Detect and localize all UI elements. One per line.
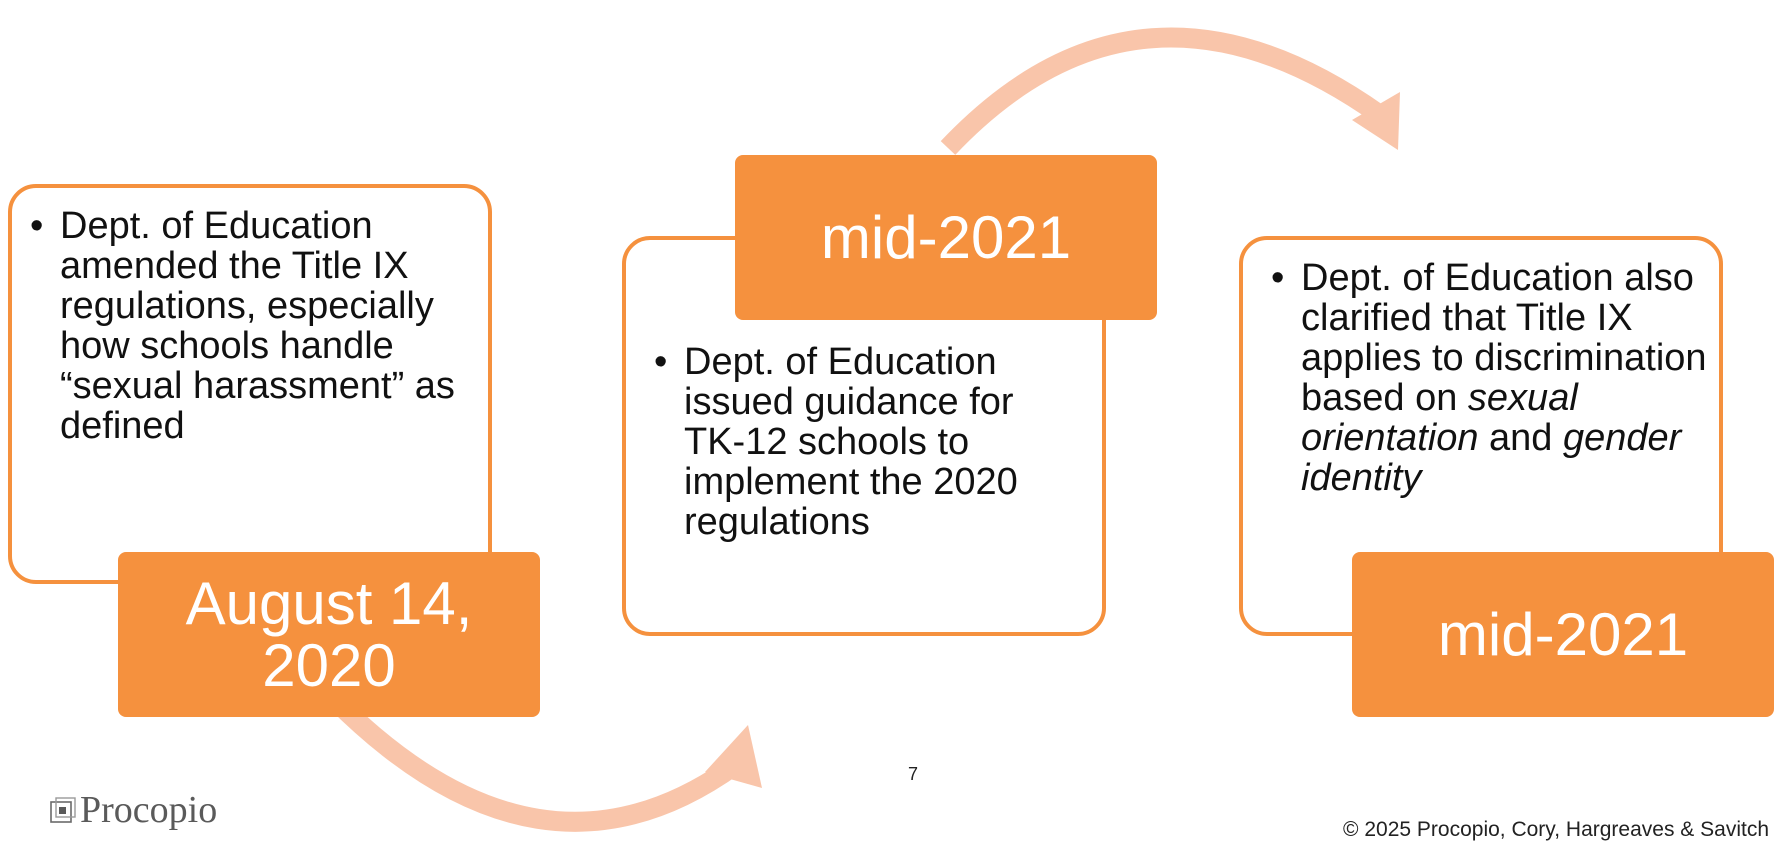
- step-3-italic-2: gender identity: [1301, 417, 1682, 499]
- arrowhead-top: [1352, 92, 1400, 150]
- step-1-bullet: Dept. of Education amended the Title IX …: [30, 206, 480, 446]
- arrowhead-bottom: [705, 725, 762, 788]
- step-1-bullet-list: Dept. of Education amended the Title IX …: [30, 206, 470, 446]
- step-1-box: Dept. of Education amended the Title IX …: [8, 184, 492, 584]
- step-3-bullet-list: Dept. of Education also clarified that T…: [1271, 258, 1707, 498]
- page-number: 7: [908, 764, 919, 784]
- step-2-bullet: Dept. of Education issued guidance for T…: [654, 342, 1084, 542]
- step-3-date: mid-2021: [1352, 552, 1774, 717]
- curved-arrow-top: [940, 27, 1386, 155]
- step-2-date: mid-2021: [735, 155, 1157, 320]
- logo-squares-icon: [50, 797, 76, 823]
- step-3-italic-1: sexual orientation: [1301, 377, 1578, 459]
- step-3-text-1: Dept. of Education also clarified that T…: [1301, 257, 1707, 419]
- step-3-bullet: Dept. of Education also clarified that T…: [1271, 258, 1721, 498]
- copyright-notice: © 2025 Procopio, Cory, Hargreaves & Savi…: [1343, 818, 1769, 841]
- step-1-date: August 14, 2020: [118, 552, 540, 717]
- step-3-text-2: and: [1478, 417, 1563, 459]
- step-2-bullet-list: Dept. of Education issued guidance for T…: [654, 342, 1084, 542]
- procopio-logo: Procopio: [50, 790, 217, 830]
- curved-arrow-bottom: [327, 692, 741, 832]
- logo-wordmark: Procopio: [80, 789, 218, 831]
